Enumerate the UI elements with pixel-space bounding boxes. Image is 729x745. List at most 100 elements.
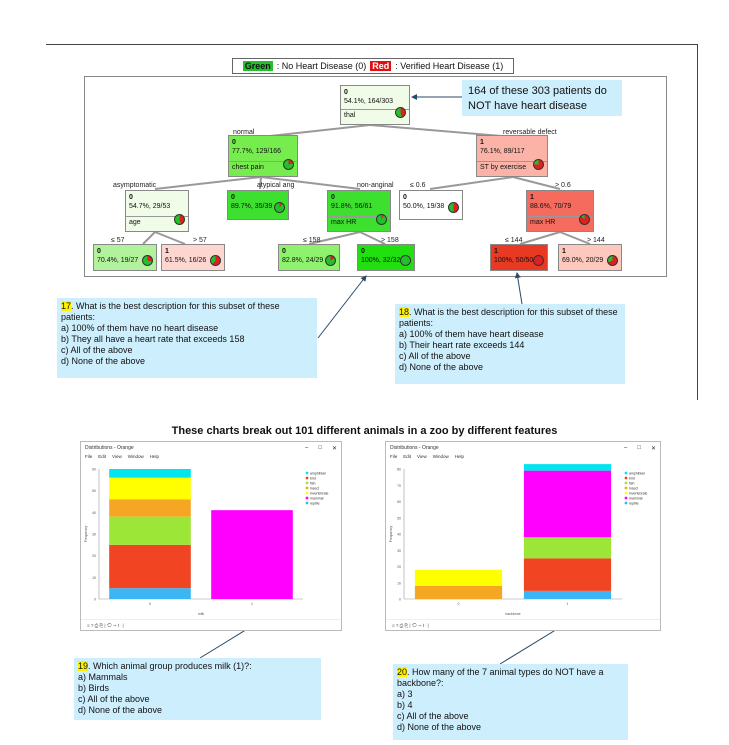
option-b[interactable]: b) Their heart rate exceeds 144 <box>399 340 525 350</box>
pie-icon <box>274 202 285 213</box>
option-b[interactable]: b) Birds <box>78 683 110 693</box>
legend-label-insect: insect <box>629 486 638 490</box>
frame-top-border <box>46 44 698 45</box>
option-c[interactable]: c) All of the above <box>397 711 469 721</box>
legend-red-text: : Verified Heart Disease (1) <box>395 61 504 71</box>
option-b[interactable]: b) They all have a heart rate that excee… <box>61 334 245 344</box>
legend-swatch-invertebrate <box>305 491 309 495</box>
menu-window[interactable]: Window <box>432 454 449 459</box>
minimize-icon[interactable]: – <box>305 444 309 451</box>
menu-edit[interactable]: Edit <box>403 454 412 459</box>
window-title: Distributions - Orange <box>390 445 439 451</box>
y-tick-label: 40 <box>92 511 96 515</box>
legend-label-reptile: reptile <box>310 501 320 505</box>
menu-file[interactable]: File <box>390 454 398 459</box>
tree-node-st-low[interactable]: 0 50.0%, 19/38 <box>399 190 463 220</box>
node-class: 0 <box>97 248 101 255</box>
y-tick-label: 60 <box>397 500 401 504</box>
question-number: 18 <box>399 307 410 317</box>
maximize-icon[interactable]: □ <box>318 444 322 451</box>
minimize-icon[interactable]: – <box>624 444 628 451</box>
option-d[interactable]: d) None of the above <box>397 722 482 732</box>
y-axis-label: Frequency <box>389 525 393 542</box>
tree-edges <box>142 124 591 245</box>
y-tick-label: 10 <box>397 581 401 585</box>
option-d[interactable]: d) None of the above <box>399 362 484 372</box>
question-text: . What is the best description for this … <box>399 307 618 328</box>
option-d[interactable]: d) None of the above <box>78 705 163 715</box>
option-a[interactable]: a) 100% of them have no heart disease <box>61 323 219 333</box>
question-19: 19. Which animal group produces milk (1)… <box>74 658 321 720</box>
pie-icon <box>142 255 153 266</box>
pie-icon <box>400 255 411 266</box>
legend-label-mammal: mammal <box>629 496 643 500</box>
legend-swatch-reptile <box>305 501 309 505</box>
tree-node-st-high[interactable]: 1 88.6%, 70/79 max HR <box>526 190 594 232</box>
tree-node-asymptomatic[interactable]: 0 54.7%, 29/53 age <box>125 190 189 232</box>
node-split: max HR <box>328 216 390 227</box>
y-tick-label: 20 <box>92 554 96 558</box>
pie-icon <box>325 255 336 266</box>
node-stat: 100%, 32/32 <box>361 257 401 264</box>
pie-icon <box>376 214 387 225</box>
maximize-icon[interactable]: □ <box>637 444 641 451</box>
pie-icon <box>533 159 544 170</box>
bar-segment-fish <box>523 537 612 559</box>
window-status-bar: ≡ ? ⎙ ⎘ | ⟲ ⇢ ▷ | <box>386 619 660 630</box>
node-stat: 82.8%, 24/29 <box>282 257 324 264</box>
tree-legend: Green: No Heart Disease (0) Red: Verifie… <box>232 58 514 74</box>
tree-node-hr-high[interactable]: 0 100%, 32/32 <box>357 244 415 271</box>
menu-view[interactable]: View <box>417 454 427 459</box>
legend-swatch-fish <box>305 481 309 485</box>
node-class: 1 <box>530 194 534 201</box>
menu-file[interactable]: File <box>85 454 93 459</box>
tree-node-hr-low[interactable]: 0 82.8%, 24/29 <box>278 244 340 271</box>
option-a[interactable]: a) Mammals <box>78 672 128 682</box>
bar-segment-mammal <box>523 470 612 538</box>
node-stat: 54.7%, 29/53 <box>129 203 171 210</box>
legend-label-invertebrate: invertebrate <box>629 491 648 495</box>
option-b[interactable]: b) 4 <box>397 700 413 710</box>
option-d[interactable]: d) None of the above <box>61 356 146 366</box>
y-tick-label: 0 <box>94 598 96 602</box>
bar-segment-amphibian <box>109 469 191 478</box>
menu-edit[interactable]: Edit <box>98 454 107 459</box>
menu-help[interactable]: Help <box>149 454 159 459</box>
window-menu: File Edit View Window Help <box>81 454 341 462</box>
frame-right-border <box>697 44 698 400</box>
edge-label-hr2-low: ≤ 144 <box>505 237 523 244</box>
tree-node-age-high[interactable]: 1 61.5%, 16/26 <box>161 244 225 271</box>
menu-help[interactable]: Help <box>454 454 464 459</box>
tree-node-hr2-high[interactable]: 1 69.0%, 20/29 <box>558 244 622 271</box>
tree-node-atypical[interactable]: 0 89.7%, 35/39 <box>227 190 289 220</box>
tree-node-hr2-low[interactable]: 1 100%, 50/50 <box>490 244 548 271</box>
tree-node-age-low[interactable]: 0 70.4%, 19/27 <box>93 244 157 271</box>
close-icon[interactable]: ✕ <box>331 445 337 452</box>
option-c[interactable]: c) All of the above <box>61 345 133 355</box>
tree-node-root[interactable]: 0 54.1%, 164/303 thal <box>340 85 410 125</box>
option-c[interactable]: c) All of the above <box>78 694 150 704</box>
menu-window[interactable]: Window <box>127 454 144 459</box>
legend-swatch-bird <box>305 476 309 480</box>
tree-node-normal[interactable]: 0 77.7%, 129/166 chest pain <box>228 135 298 177</box>
edge-label-hr2-high: > 144 <box>587 237 605 244</box>
option-c[interactable]: c) All of the above <box>399 351 471 361</box>
bar-segment-reptile <box>523 590 612 599</box>
option-a[interactable]: a) 100% of them have heart disease <box>399 329 544 339</box>
node-split: chest pain <box>229 161 297 172</box>
tree-node-nonanginal[interactable]: 0 91.8%, 56/61 max HR <box>327 190 391 232</box>
bar-segment-insect <box>109 499 191 517</box>
x-axis-label: milk <box>198 612 204 616</box>
bar-segment-insect <box>414 586 503 599</box>
window-menu: File Edit View Window Help <box>386 454 660 462</box>
node-class: 0 <box>344 89 348 96</box>
close-icon[interactable]: ✕ <box>650 445 656 452</box>
tree-node-reversable[interactable]: 1 76.1%, 89/117 ST by exercise <box>476 135 548 177</box>
option-a[interactable]: a) 3 <box>397 689 413 699</box>
legend-swatch-bird <box>624 476 628 480</box>
x-axis-label: backbone <box>505 612 520 616</box>
menu-view[interactable]: View <box>112 454 122 459</box>
legend-red-word: Red <box>370 61 392 71</box>
node-split: max HR <box>527 216 593 227</box>
